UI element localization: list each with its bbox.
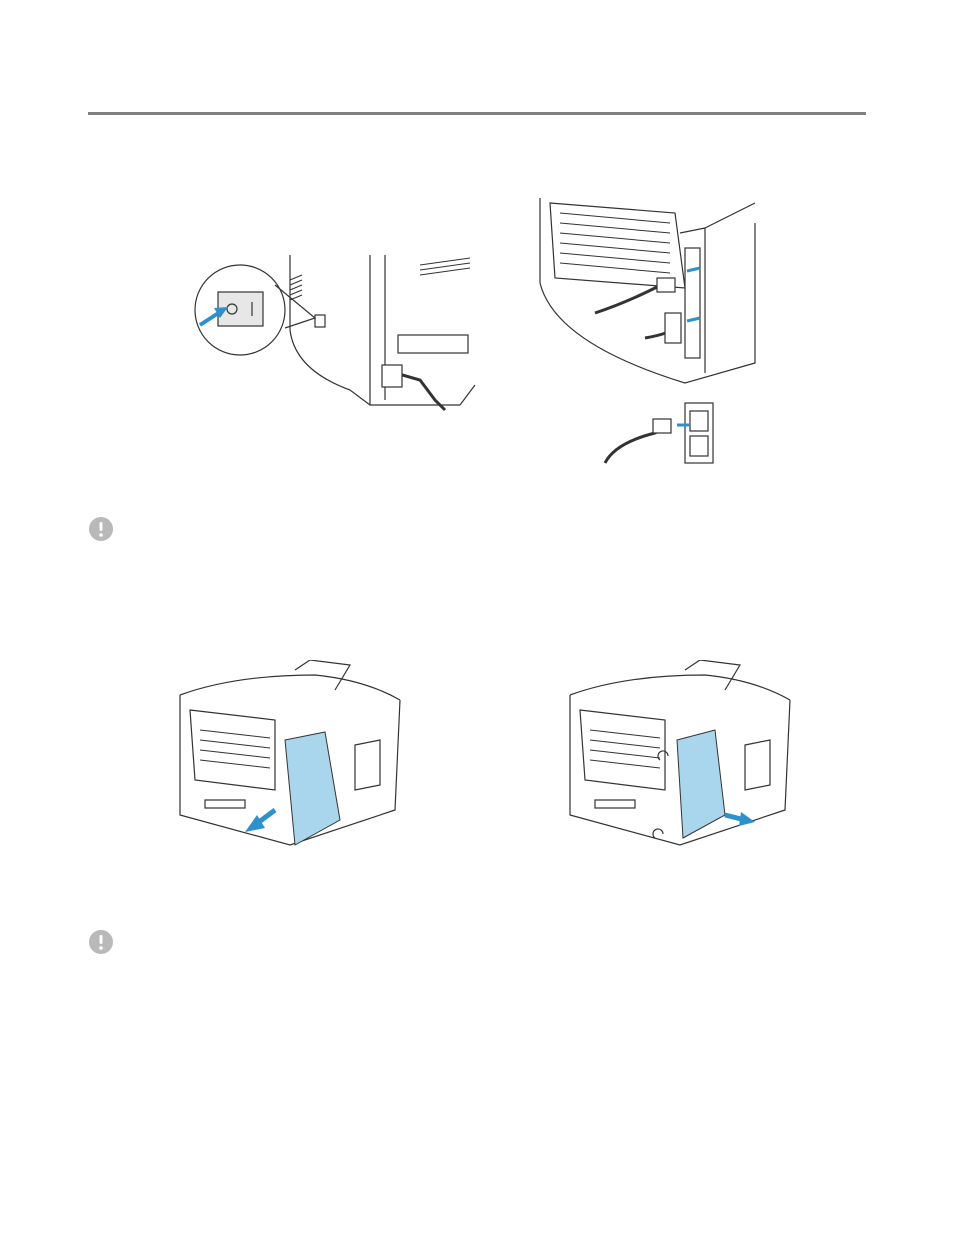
header-rule: [88, 112, 866, 115]
power-switch-figure: [190, 250, 480, 415]
side-cover-figure: [175, 660, 410, 850]
side-cover-screws-figure: [565, 660, 800, 850]
cables-figure: [535, 193, 765, 473]
caution-icon: [89, 517, 113, 541]
caution-icon: [89, 930, 113, 954]
